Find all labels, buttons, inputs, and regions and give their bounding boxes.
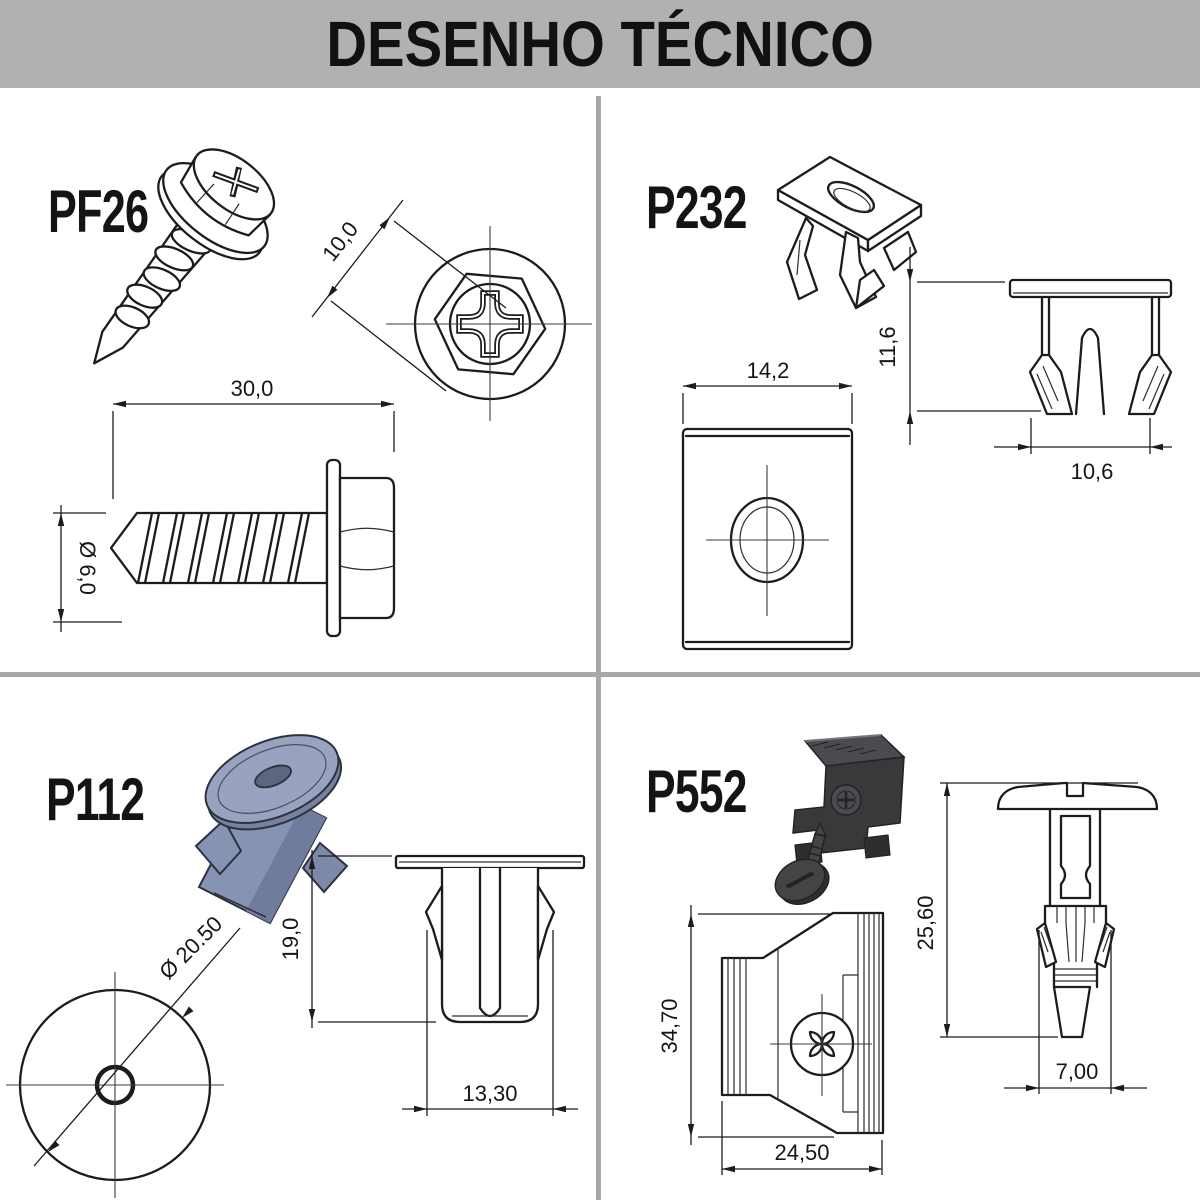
pf26-panel: PF26 bbox=[0, 88, 596, 672]
p552-dim-pin-height: 25,60 bbox=[913, 895, 938, 950]
p232-label: P232 bbox=[646, 175, 747, 242]
page-title: DESENHO TÉCNICO bbox=[326, 8, 874, 80]
p112-dim-height: 19,0 bbox=[278, 918, 303, 961]
pf26-phillips-icon bbox=[212, 166, 260, 198]
p232-dim-height: 11,6 bbox=[875, 326, 900, 367]
p232-dim-base: 10,6 bbox=[1071, 459, 1114, 484]
p552-dim-bracket-height: 34,70 bbox=[657, 998, 682, 1053]
p232-3d-view bbox=[776, 155, 923, 310]
p232-front-view: 11,6 10,6 bbox=[875, 247, 1173, 484]
p112-drawing: P112 Ø 20.50 bbox=[6, 734, 586, 1198]
vertical-divider bbox=[596, 96, 601, 1200]
p552-panel: P552 bbox=[598, 674, 1200, 1200]
p552-drawing: P552 bbox=[646, 734, 1159, 1175]
p112-dim-diameter: Ø 20.50 bbox=[154, 911, 227, 984]
p112-3d-view bbox=[194, 734, 349, 925]
horizontal-divider bbox=[0, 672, 1200, 677]
p112-front-view: 19,0 13,30 bbox=[278, 850, 586, 1116]
pf26-3d-view bbox=[93, 148, 276, 365]
p112-top-view: Ø 20.50 bbox=[6, 911, 241, 1198]
p552-dim-pin-width: 7,00 bbox=[1056, 1059, 1099, 1084]
pf26-drawing: PF26 bbox=[48, 148, 592, 638]
p552-bracket-view: 34,70 24,50 bbox=[657, 905, 885, 1175]
pf26-top-view: 10,0 bbox=[311, 199, 592, 421]
p112-panel: P112 Ø 20.50 bbox=[0, 674, 596, 1200]
pf26-label: PF26 bbox=[48, 179, 148, 246]
p232-drawing: P232 1 bbox=[646, 155, 1173, 651]
page-header: DESENHO TÉCNICO bbox=[0, 0, 1200, 88]
pf26-dim-diameter: Ø 6,0 bbox=[75, 541, 100, 595]
p552-3d-view bbox=[774, 734, 906, 905]
p112-dim-width: 13,30 bbox=[462, 1081, 517, 1106]
p552-dim-bracket-width: 24,50 bbox=[774, 1140, 829, 1165]
p232-dim-width: 14,2 bbox=[747, 358, 790, 383]
pf26-dim-length: 30,0 bbox=[231, 376, 274, 401]
p232-top-view: 14,2 bbox=[681, 358, 854, 651]
pf26-side-view: 30,0 Ø 6,0 bbox=[53, 376, 396, 638]
p552-label: P552 bbox=[646, 759, 747, 826]
pf26-dim-head: 10,0 bbox=[317, 217, 363, 266]
p552-pin-view: 25,60 7,00 bbox=[913, 781, 1159, 1094]
p232-panel: P232 1 bbox=[598, 88, 1200, 672]
p112-label: P112 bbox=[46, 767, 144, 834]
